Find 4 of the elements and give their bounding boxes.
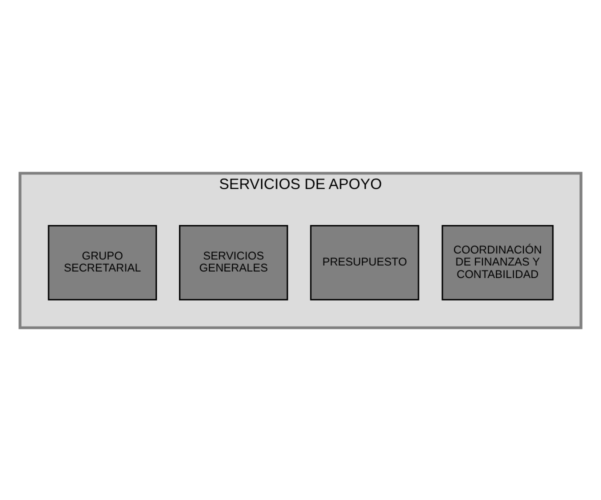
node-box: PRESUPUESTO	[310, 224, 420, 300]
node-box: GRUPO SECRETARIAL	[48, 224, 157, 300]
node-box: COORDINACIÓN DE FINANZAS Y CONTABILIDAD	[442, 224, 554, 300]
node-box: SERVICIOS GENERALES	[178, 224, 288, 300]
